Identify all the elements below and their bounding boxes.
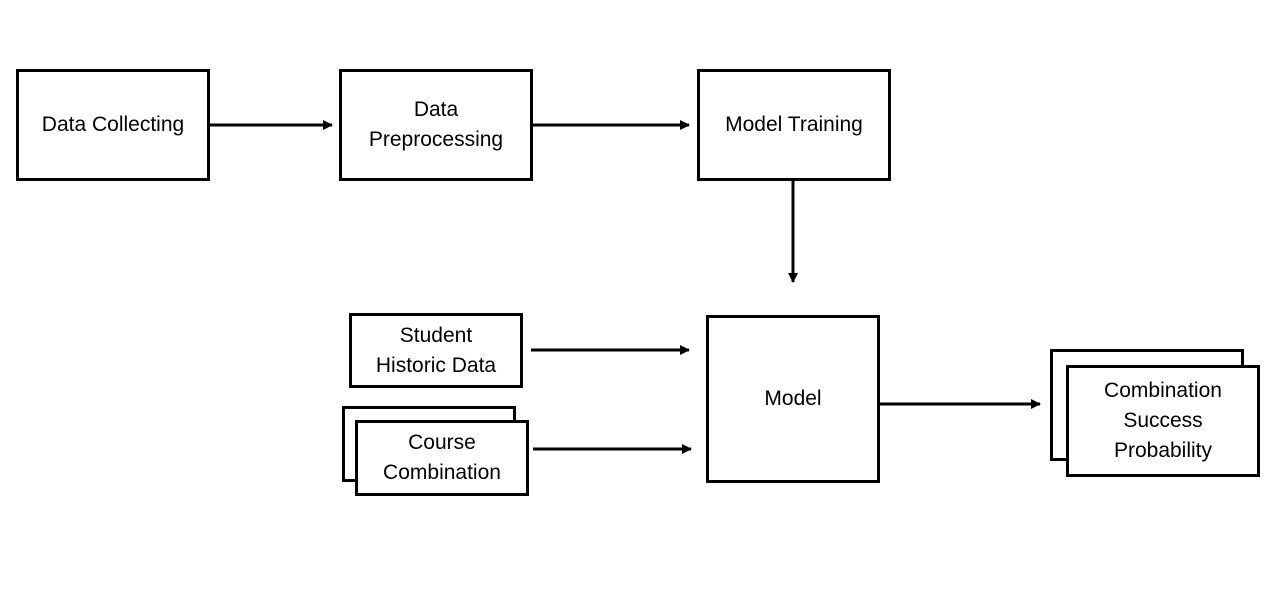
node-label-line: Combination	[383, 461, 501, 484]
node-model-training: Model Training	[697, 69, 891, 181]
node-label-line: Probability	[1113, 439, 1213, 462]
node-model: Model	[706, 315, 880, 483]
node-label-line: Historic Data	[375, 353, 497, 377]
node-label-line: Student	[399, 323, 473, 347]
node-label-line: Data Collecting	[41, 113, 185, 136]
node-label-line: Course	[408, 431, 476, 454]
node-label-line: Model Training	[725, 113, 863, 136]
node-label-line: Preprocessing	[368, 128, 504, 151]
node-combination-success-probability: Combination Success Probability	[1066, 365, 1260, 477]
node-data-preprocessing: Data Preprocessing	[339, 69, 533, 181]
node-label-line: Success	[1123, 409, 1203, 432]
node-label-line: Combination	[1104, 379, 1222, 402]
node-course-combination: Course Combination	[355, 420, 529, 496]
node-label-line: Data	[413, 98, 459, 121]
node-data-collecting: Data Collecting	[16, 69, 210, 181]
node-label-line: Model	[764, 387, 822, 410]
node-student-historic-data: Student Historic Data	[349, 313, 523, 388]
